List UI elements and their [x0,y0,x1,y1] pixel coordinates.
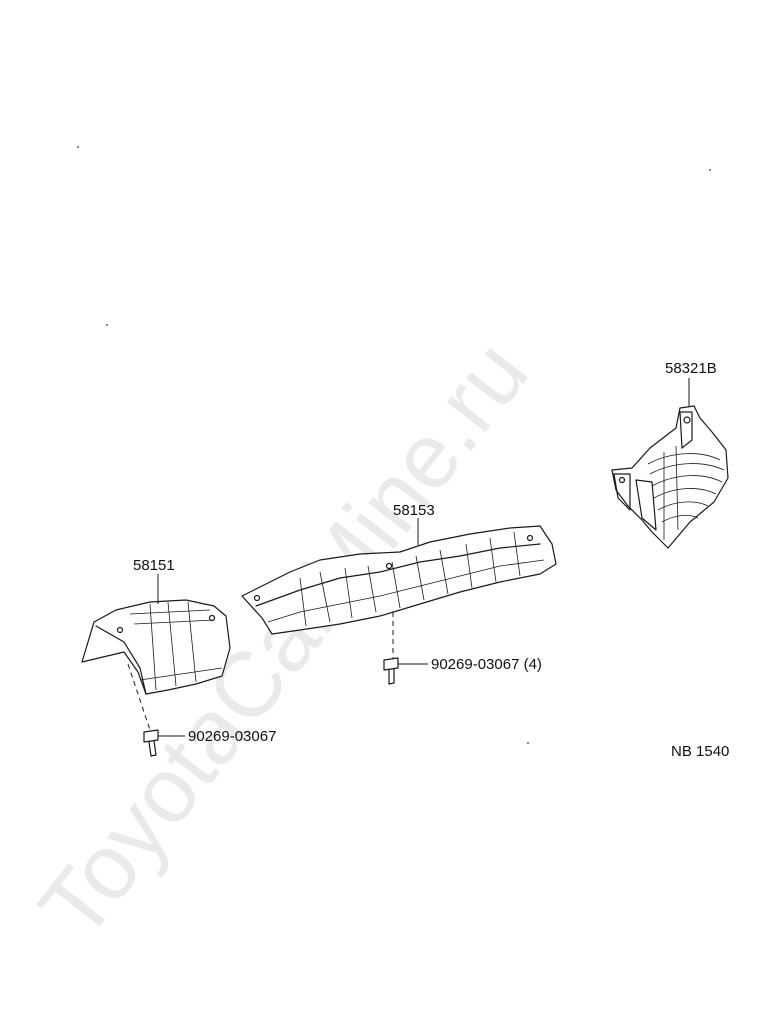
bolt-right [383,657,399,685]
heat-insulator-58153 [241,525,557,635]
scan-specks [77,146,711,744]
label-bolt-right: 90269-03067 (4) [431,656,542,673]
diagram-code: NB 1540 [671,743,729,760]
bolt-left [143,729,159,757]
label-58153: 58153 [393,502,435,519]
label-bolt-left: 90269-03067 [188,728,276,745]
label-58321b: 58321B [665,360,717,377]
leader-lines [127,378,690,737]
heat-insulator-58321b [611,405,729,549]
heat-insulator-58151 [81,599,231,695]
label-58151: 58151 [133,557,175,574]
